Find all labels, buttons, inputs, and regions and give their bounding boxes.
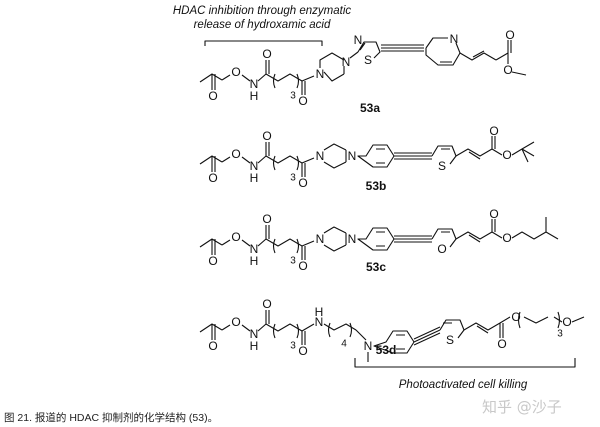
svg-text:S: S	[446, 333, 454, 347]
svg-text:N: N	[450, 32, 459, 46]
svg-text:O: O	[208, 171, 217, 185]
svg-text:H: H	[250, 254, 259, 268]
svg-text:O: O	[231, 230, 240, 244]
svg-text:O: O	[562, 315, 571, 329]
svg-text:O: O	[298, 344, 307, 358]
svg-text:O: O	[437, 242, 446, 256]
svg-text:H: H	[250, 339, 259, 353]
svg-text:N: N	[250, 159, 259, 173]
svg-text:O: O	[298, 176, 307, 190]
svg-text:N: N	[315, 315, 324, 329]
svg-text:H: H	[250, 89, 259, 103]
svg-text:O: O	[505, 28, 514, 42]
bottom-bracket	[354, 358, 576, 368]
figure-caption: 图 21. 报道的 HDAC 抑制剂的化学结构 (53)。	[4, 412, 219, 424]
compound-label: 53d	[376, 343, 397, 357]
svg-text:O: O	[497, 337, 506, 351]
svg-text:O: O	[208, 254, 217, 268]
svg-text:O: O	[262, 47, 271, 61]
svg-text:O: O	[511, 310, 520, 324]
svg-text:O: O	[262, 297, 271, 311]
svg-text:O: O	[262, 212, 271, 226]
svg-text:4: 4	[341, 339, 347, 350]
compound-53b: O O N H O 3 O N N S O O 53b	[199, 124, 535, 193]
svg-text:O: O	[231, 65, 240, 79]
svg-text:N: N	[348, 149, 357, 163]
svg-text:N: N	[316, 67, 325, 81]
annotation-bottom: Photoactivated cell killing	[399, 379, 528, 391]
svg-text:O: O	[502, 231, 511, 245]
svg-text:O: O	[298, 259, 307, 273]
svg-text:O: O	[489, 207, 498, 221]
svg-text:O: O	[262, 129, 271, 143]
svg-text:N: N	[364, 339, 373, 353]
svg-text:N: N	[354, 33, 363, 47]
annotation-top-line1: HDAC inhibition through enzymatic	[173, 5, 352, 17]
svg-text:3: 3	[290, 256, 296, 267]
svg-text:O: O	[231, 315, 240, 329]
svg-text:O: O	[298, 94, 307, 108]
compound-label: 53b	[366, 179, 387, 193]
svg-text:3: 3	[290, 91, 296, 102]
svg-text:N: N	[316, 232, 325, 246]
annotation-top-line2: release of hydroxamic acid	[194, 19, 331, 31]
svg-text:O: O	[502, 148, 511, 162]
svg-text:3: 3	[290, 341, 296, 352]
svg-text:O: O	[489, 124, 498, 138]
svg-text:O: O	[231, 147, 240, 161]
svg-text:O: O	[503, 63, 512, 77]
svg-text:S: S	[438, 159, 446, 173]
svg-text:N: N	[250, 327, 259, 341]
compound-label: 53a	[360, 101, 380, 115]
compound-53d: O O N H O 3 O N H 4 N S O O 3 O 53d	[199, 297, 585, 362]
compound-53c: O O N H O 3 O N N O O O 53c	[199, 207, 559, 274]
svg-text:N: N	[316, 149, 325, 163]
top-bracket	[204, 40, 323, 46]
svg-text:O: O	[208, 89, 217, 103]
svg-text:N: N	[250, 242, 259, 256]
compound-53a: O O N H O 3 O N N N S N O O 53a	[199, 28, 527, 115]
svg-text:H: H	[315, 305, 324, 319]
svg-text:3: 3	[557, 329, 563, 340]
svg-text:S: S	[364, 53, 372, 67]
svg-text:N: N	[250, 77, 259, 91]
svg-text:O: O	[208, 339, 217, 353]
svg-text:N: N	[342, 55, 351, 69]
watermark: 知乎 @沙子	[482, 398, 562, 416]
svg-text:H: H	[250, 171, 259, 185]
compound-label: 53c	[366, 260, 386, 274]
svg-text:3: 3	[290, 173, 296, 184]
svg-text:N: N	[348, 232, 357, 246]
